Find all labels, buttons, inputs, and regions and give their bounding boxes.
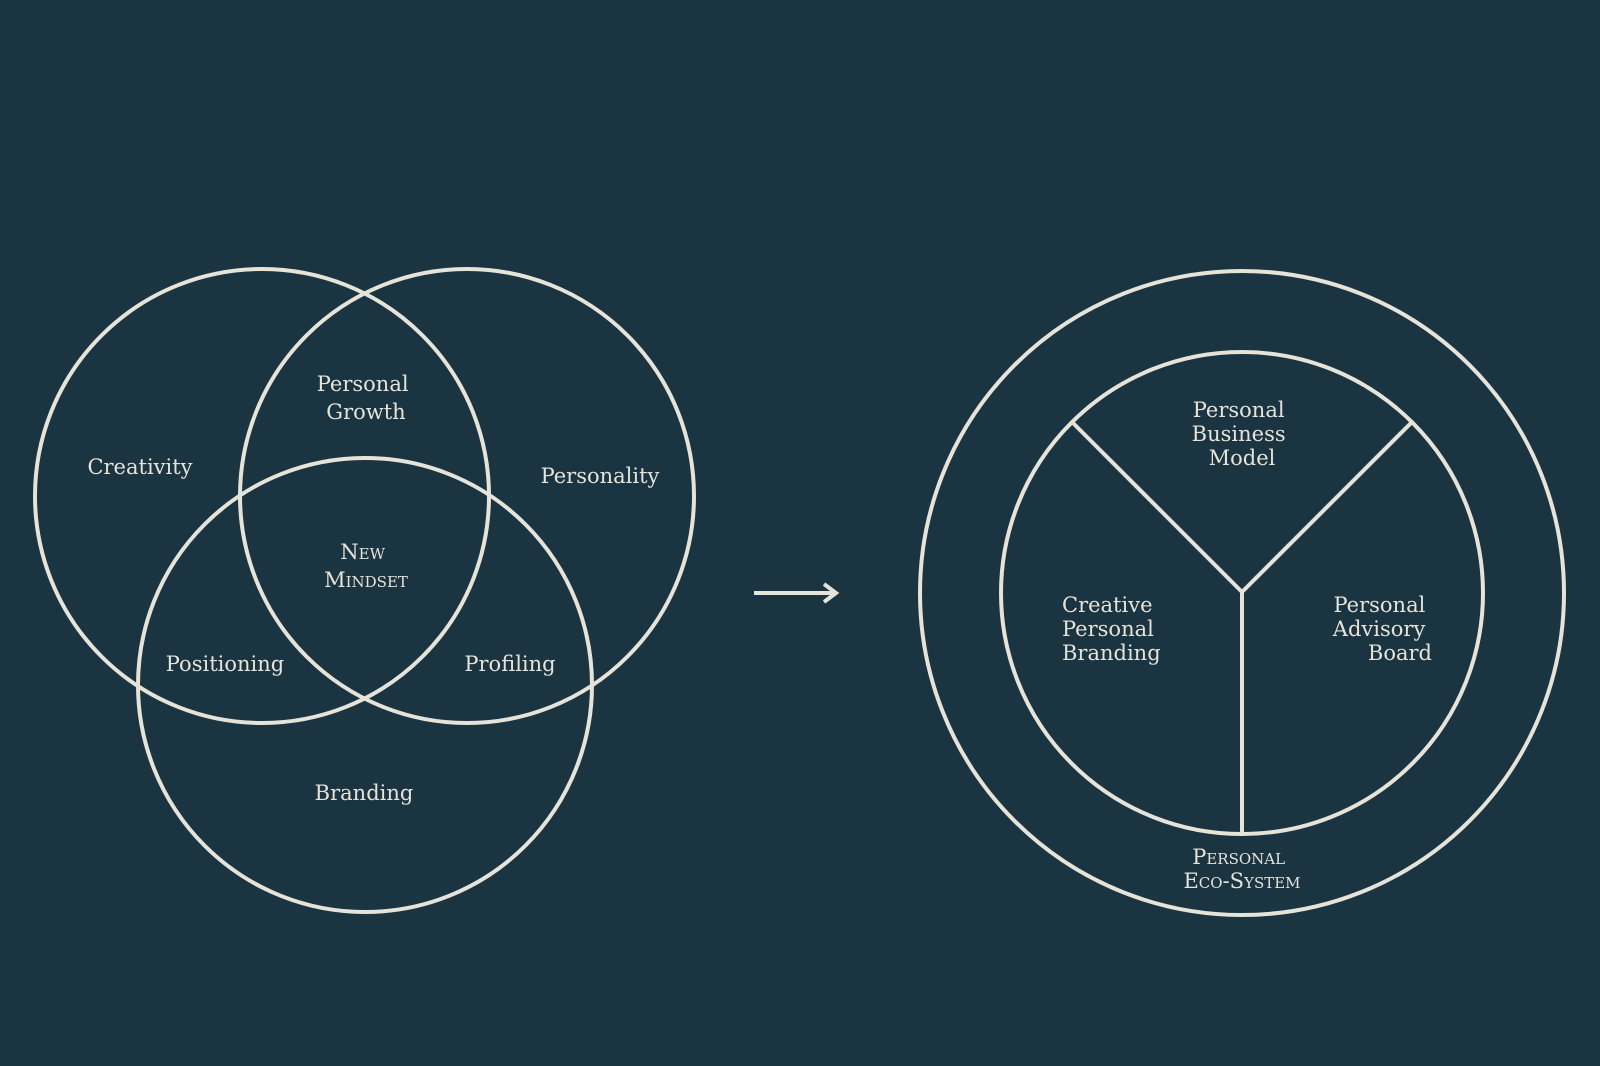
venn-circle-branding: [136, 456, 594, 914]
outer-ring-circle: [918, 269, 1566, 917]
label-creative-branding-line-1: Creative: [1062, 593, 1153, 617]
arrow-head: [822, 582, 840, 604]
label-advisory-board-line-3: Board: [1368, 641, 1432, 665]
label-eco-system-line-1: Personal: [1192, 845, 1285, 869]
label-personal-growth-line-2: Growth: [326, 400, 405, 424]
label-business-model-line-2: Business: [1192, 422, 1286, 446]
label-personality: Personality: [541, 464, 660, 488]
ecosystem-diagram: Personal Business Model Creative Persona…: [918, 269, 1566, 917]
label-branding: Branding: [315, 781, 414, 805]
label-advisory-board-line-2: Advisory: [1332, 617, 1426, 641]
label-new-mindset-line-1: New: [340, 540, 385, 564]
label-creative-personal-branding: Creative Personal Branding: [1062, 593, 1161, 665]
label-creativity: Creativity: [87, 455, 192, 479]
label-business-model-line-1: Personal: [1193, 398, 1285, 422]
label-new-mindset: New Mindset: [324, 540, 408, 592]
label-personal-eco-system: Personal Eco-System: [1183, 845, 1300, 893]
label-creative-branding-line-3: Branding: [1062, 641, 1161, 665]
label-personal-advisory-board: Personal Advisory Board: [1332, 593, 1432, 665]
label-profiling: Profiling: [464, 652, 555, 676]
venn-diagram: Creativity Personality Branding Personal…: [33, 267, 696, 914]
label-eco-system-line-2: Eco-System: [1183, 869, 1300, 893]
label-new-mindset-line-2: Mindset: [324, 568, 408, 592]
arrow-right-icon: [754, 582, 840, 604]
label-creative-branding-line-2: Personal: [1062, 617, 1154, 641]
label-personal-business-model: Personal Business Model: [1192, 398, 1293, 470]
label-personal-growth: Personal Growth: [317, 372, 416, 424]
label-personal-growth-line-1: Personal: [317, 372, 409, 396]
divider-left: [1070, 420, 1244, 594]
label-positioning: Positioning: [166, 652, 284, 676]
label-advisory-board-line-1: Personal: [1333, 593, 1425, 617]
divider-right: [1240, 420, 1414, 594]
label-business-model-line-3: Model: [1209, 446, 1276, 470]
